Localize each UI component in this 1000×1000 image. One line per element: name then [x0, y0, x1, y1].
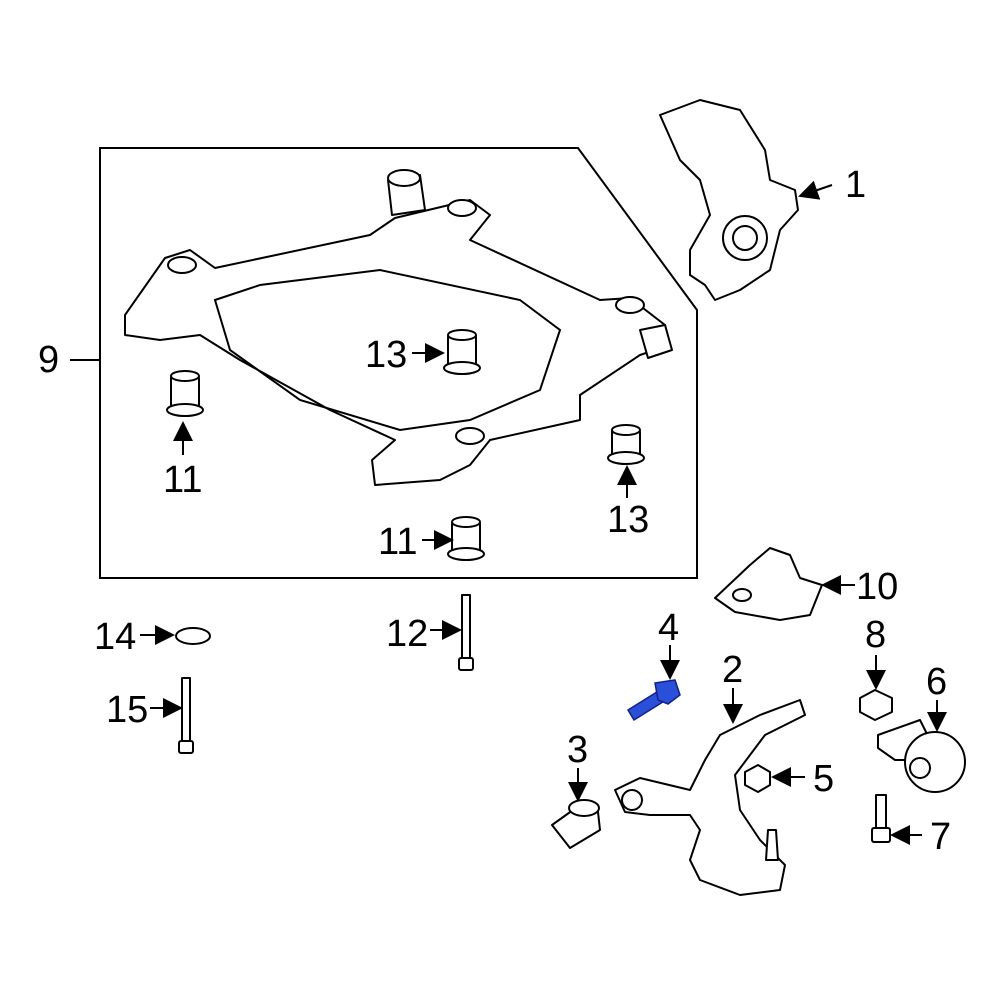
bracket-part[interactable] — [714, 547, 823, 621]
washer-part[interactable] — [175, 627, 211, 645]
bushing-11a[interactable] — [166, 370, 204, 417]
callout-5[interactable]: 5 — [813, 758, 834, 800]
callout-14[interactable]: 14 — [94, 616, 136, 658]
bolt-7-part[interactable] — [871, 794, 891, 843]
callout-9[interactable]: 9 — [38, 339, 59, 381]
bushing-6-part[interactable] — [877, 719, 966, 793]
bolt-12-part[interactable] — [458, 594, 474, 671]
callout-1[interactable]: 1 — [845, 164, 866, 206]
callout-7[interactable]: 7 — [930, 816, 951, 858]
callout-13a[interactable]: 13 — [365, 334, 407, 376]
subframe-part[interactable] — [124, 169, 673, 486]
callout-2[interactable]: 2 — [722, 649, 743, 691]
leader-arrows — [140, 180, 947, 845]
callout-12[interactable]: 12 — [386, 613, 428, 655]
subframe-group-box — [99, 147, 698, 579]
callout-8[interactable]: 8 — [865, 614, 886, 656]
bolt-15-part[interactable] — [178, 677, 194, 754]
lower-control-arm-part[interactable] — [614, 699, 806, 896]
callout-11b[interactable]: 11 — [378, 521, 417, 563]
steering-knuckle-part[interactable] — [659, 99, 799, 301]
bushing-11b[interactable] — [447, 516, 485, 561]
highlighted-bolt-part[interactable] — [626, 679, 681, 722]
callout-4[interactable]: 4 — [658, 607, 679, 649]
callout-11a[interactable]: 11 — [163, 459, 202, 501]
bushing-3-part[interactable] — [551, 799, 601, 849]
callout-15[interactable]: 15 — [106, 689, 148, 731]
callout-6[interactable]: 6 — [926, 661, 947, 703]
callout-3[interactable]: 3 — [567, 729, 588, 771]
callout-10[interactable]: 10 — [856, 566, 898, 608]
bushing-13a[interactable] — [443, 329, 481, 375]
callout-13b[interactable]: 13 — [607, 499, 649, 541]
nut-8-part[interactable] — [859, 689, 893, 721]
bushing-13b[interactable] — [607, 424, 645, 465]
nut-5-part[interactable] — [744, 764, 771, 793]
